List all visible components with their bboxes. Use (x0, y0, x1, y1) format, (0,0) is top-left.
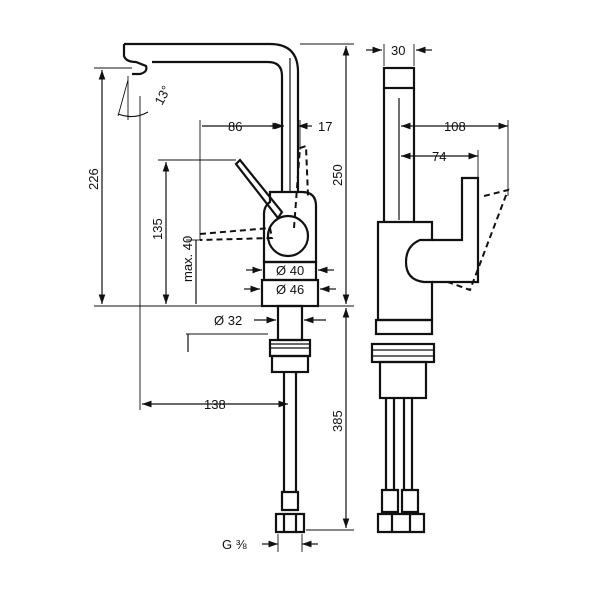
dim-74: 74 (432, 149, 446, 164)
dim-13deg: 13° (151, 83, 173, 107)
side-view (366, 44, 510, 534)
hose-connector (274, 512, 306, 534)
dim-226: 226 (86, 168, 101, 190)
side-shank (378, 360, 428, 400)
side-flange (374, 318, 434, 336)
dim-108: 108 (444, 119, 466, 134)
spout-outline (122, 42, 300, 192)
lever (234, 158, 284, 220)
hose (282, 372, 298, 492)
side-lever (432, 176, 480, 284)
dim-dia32: Ø 32 (214, 313, 242, 328)
dim-thread: G ⅜ (222, 537, 247, 552)
dim-385: 385 (330, 410, 345, 432)
side-fittings (380, 488, 420, 514)
dim-135: 135 (150, 218, 165, 240)
hose-fitting (280, 490, 300, 512)
dimension-labels: 30 13° 86 17 108 74 226 250 135 max. 40 … (86, 43, 466, 552)
dim-138: 138 (204, 397, 226, 412)
side-lever-alt (447, 188, 510, 292)
dim-dia40: Ø 40 (276, 263, 304, 278)
side-connectors (376, 512, 426, 534)
side-nut (370, 342, 436, 364)
side-spout-tip (382, 66, 416, 90)
lever-hub (266, 214, 310, 258)
lever-alt-up (293, 144, 309, 229)
side-hoses (384, 398, 414, 490)
faucet-body (262, 190, 318, 264)
nut-lower (270, 354, 310, 374)
dim-17: 17 (318, 119, 332, 134)
dim-dia46: Ø 46 (276, 282, 304, 297)
dim-max40: max. 40 (180, 236, 195, 282)
side-body (376, 220, 434, 322)
front-view (94, 42, 354, 552)
shank (276, 304, 304, 342)
dim-250: 250 (330, 164, 345, 186)
lever-alt-left (199, 226, 274, 241)
dim-30: 30 (391, 43, 405, 58)
dim-86: 86 (228, 119, 242, 134)
